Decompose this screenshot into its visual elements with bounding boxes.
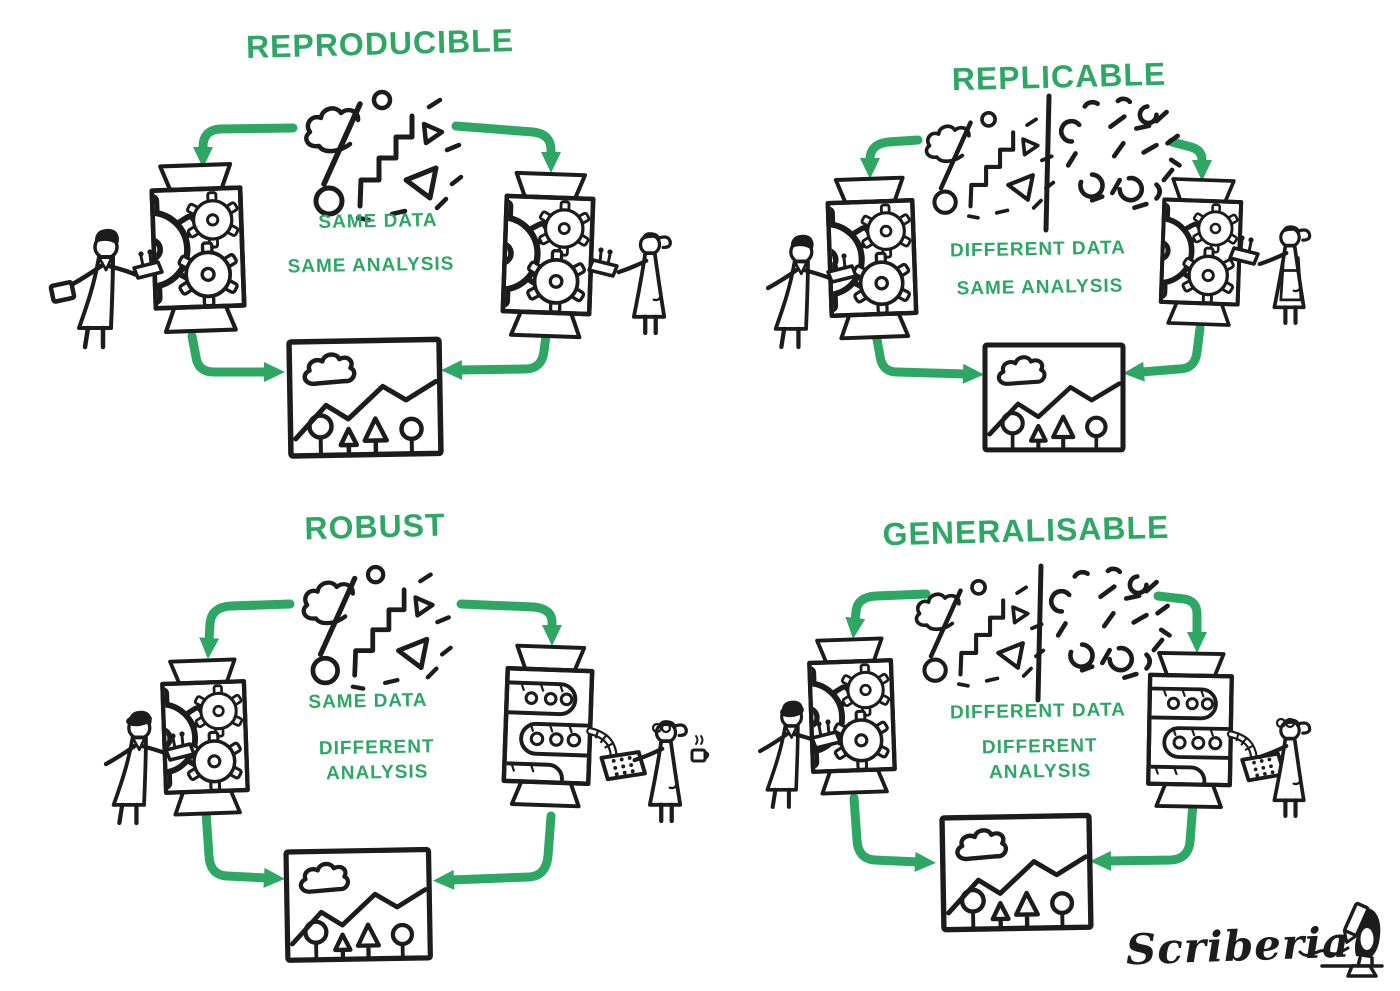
flow-arrow-icon <box>199 599 295 659</box>
result-picture-icon <box>286 850 430 961</box>
result-picture-icon <box>985 345 1123 450</box>
hat-icon <box>780 704 804 718</box>
quadrant-replicable-art <box>768 93 1310 450</box>
analysis-label-generalisable: DIFFERENT ANALYSIS <box>981 735 1098 783</box>
divider-line <box>1035 563 1044 703</box>
data-label-generalisable: DIFFERENT DATA <box>949 699 1127 724</box>
flow-arrow-icon <box>193 123 298 168</box>
flow-arrow-icon <box>433 811 556 890</box>
data-label-robust: SAME DATA <box>308 689 428 714</box>
quadrant-title-robust: ROBUST <box>303 506 446 547</box>
flow-arrow-icon <box>860 135 923 179</box>
signature-text: Scriberia <box>1125 917 1351 975</box>
flow-arrow-icon <box>187 331 285 382</box>
signature-art <box>1298 901 1384 978</box>
gears-machine-icon <box>450 171 594 338</box>
cup-handle-icon <box>703 750 710 761</box>
quadrant-title-generalisable: GENERALISABLE <box>882 508 1170 553</box>
analysis-label-replicable: SAME ANALYSIS <box>956 275 1124 300</box>
data-doodle-icon <box>1061 99 1179 208</box>
flow-arrow-icon <box>845 589 931 639</box>
flow-arrow-icon <box>871 329 984 384</box>
conveyor-machine-icon <box>484 645 650 809</box>
researcher-figure <box>71 229 137 347</box>
glasses-icon <box>1284 717 1296 729</box>
divider-line <box>1043 93 1052 233</box>
data-doodle-icon <box>1051 569 1169 678</box>
flow-arrow-icon <box>1090 798 1198 871</box>
flow-arrow-icon <box>451 121 561 173</box>
data-doodle-icon <box>304 567 451 689</box>
flow-arrow-icon <box>849 793 936 872</box>
steam-icon <box>695 735 704 745</box>
cup-icon <box>690 748 707 763</box>
flow-arrow-icon <box>201 807 285 888</box>
data-doodle-icon <box>917 581 1044 686</box>
gears-machine-icon <box>98 164 245 334</box>
conveyor-machine-icon <box>1129 652 1286 808</box>
quadrant-generalisable-art <box>759 563 1309 930</box>
researcher-figure <box>1260 225 1310 323</box>
result-picture-icon <box>942 815 1091 929</box>
data-label-replicable: DIFFERENT DATA <box>949 237 1127 262</box>
flow-arrow-icon <box>1153 591 1207 653</box>
quadrant-robust-art <box>106 567 710 961</box>
quadrant-title-reproducible: REPRODUCIBLE <box>245 21 515 66</box>
data-doodle-icon <box>927 113 1054 218</box>
flow-arrow-icon <box>1167 137 1212 181</box>
quadrant-title-replicable: REPLICABLE <box>951 55 1167 98</box>
data-doodle-icon <box>306 92 461 220</box>
flow-arrow-icon <box>1123 323 1205 382</box>
flow-arrow-icon <box>441 323 552 380</box>
hat-icon <box>126 713 152 727</box>
flow-arrow-icon <box>456 599 562 646</box>
analysis-label-reproducible: SAME ANALYSIS <box>287 253 455 278</box>
quadrant-reproducible-art <box>48 92 671 456</box>
briefcase-icon <box>48 280 77 304</box>
researcher-figure <box>106 711 169 823</box>
analysis-label-robust: DIFFERENT ANALYSIS <box>318 736 435 784</box>
researcher-figure <box>768 235 831 347</box>
result-picture-icon <box>289 339 441 456</box>
glasses-icon <box>660 722 672 734</box>
researcher-figure <box>619 232 671 333</box>
signature-flourish <box>1298 946 1350 957</box>
data-label-reproducible: SAME DATA <box>318 209 438 234</box>
